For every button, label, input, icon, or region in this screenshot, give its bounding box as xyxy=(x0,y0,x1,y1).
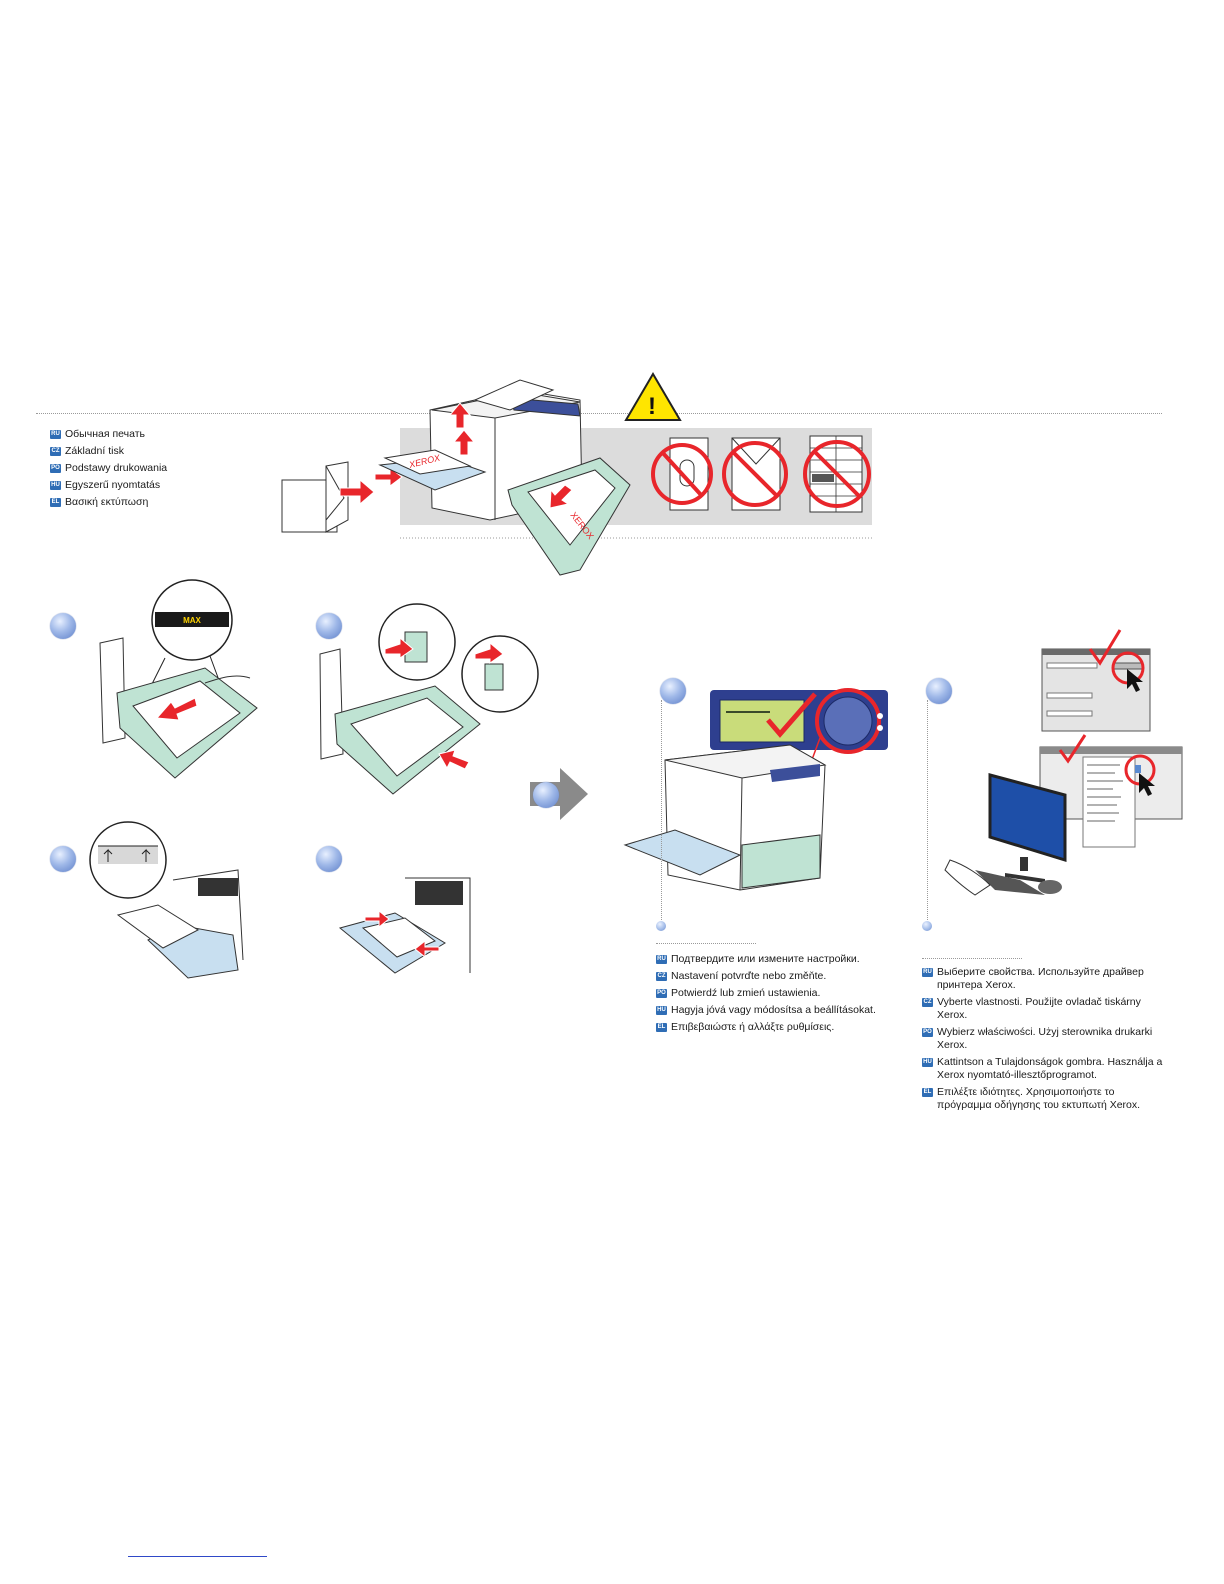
caption-divider xyxy=(922,958,1022,959)
svg-text:!: ! xyxy=(648,393,656,420)
tray-guides-illustration xyxy=(319,603,539,795)
control-panel-printer-illustration xyxy=(623,688,888,891)
max-label: MAX xyxy=(183,616,201,625)
bypass-loaded-illustration xyxy=(338,877,471,974)
step-bullet xyxy=(50,846,76,872)
step-bullet xyxy=(50,613,76,639)
caption-divider xyxy=(656,943,756,944)
tray-max-illustration: MAX xyxy=(99,579,258,779)
step-bullet xyxy=(926,678,952,704)
right-arrow-icon xyxy=(339,478,375,506)
step-bullet xyxy=(533,782,559,808)
hero-illustration: XEROX XEROX ! xyxy=(281,372,874,576)
printer-illustration: XEROX XEROX xyxy=(378,379,631,576)
step-bullet xyxy=(316,613,342,639)
step-end-dot xyxy=(656,921,666,931)
step-end-dot xyxy=(922,921,932,931)
footer-link-underline xyxy=(128,1556,267,1557)
top-divider xyxy=(36,413,1162,414)
step-connector xyxy=(661,700,662,920)
no-label-sheet-icon xyxy=(803,435,871,513)
step-connector xyxy=(927,700,928,920)
bypass-callout-illustration xyxy=(89,821,244,979)
envelope-icon xyxy=(281,461,349,533)
no-window-envelope-icon xyxy=(651,437,713,511)
step-bullet xyxy=(660,678,686,704)
computer-dialogs-illustration xyxy=(944,629,1183,896)
next-arrow-icon xyxy=(530,768,588,820)
right-arrow-icon xyxy=(374,467,403,487)
step-bullet xyxy=(316,846,342,872)
no-clasp-envelope-icon xyxy=(722,437,788,511)
warning-icon: ! xyxy=(624,372,682,421)
